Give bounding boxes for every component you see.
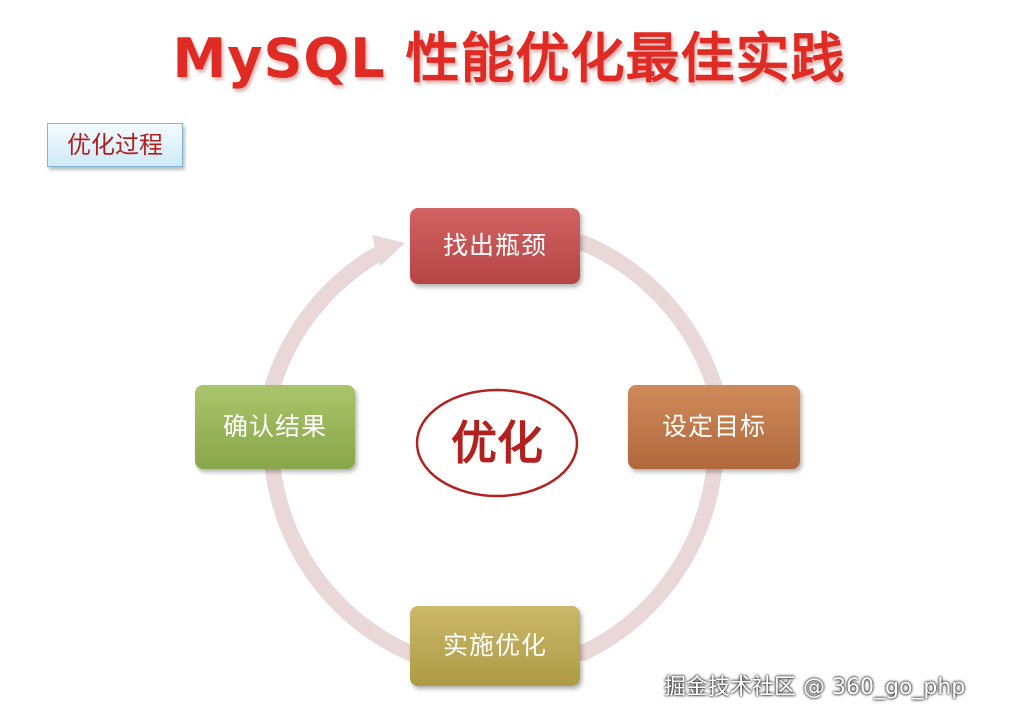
cycle-arc-top-right <box>575 235 722 393</box>
section-label: 优化过程 <box>47 123 183 167</box>
node-confirm-result: 确认结果 <box>195 385 355 469</box>
node-find-bottleneck: 找出瓶颈 <box>410 208 580 284</box>
page-title: MySQL 性能优化最佳实践 <box>172 27 846 90</box>
cycle-arc-bottom-right <box>575 462 722 661</box>
node-implement: 实施优化 <box>410 606 580 686</box>
watermark: 掘金技术社区 @ 360_go_php <box>664 675 966 700</box>
center-ellipse <box>415 388 579 498</box>
cycle-arc-bottom-left <box>265 462 418 661</box>
cycle-arc-top-left <box>265 242 393 393</box>
center-label: 优化 <box>451 416 543 470</box>
cycle-arrow-head-icon <box>372 235 405 266</box>
node-set-goal: 设定目标 <box>628 385 800 469</box>
